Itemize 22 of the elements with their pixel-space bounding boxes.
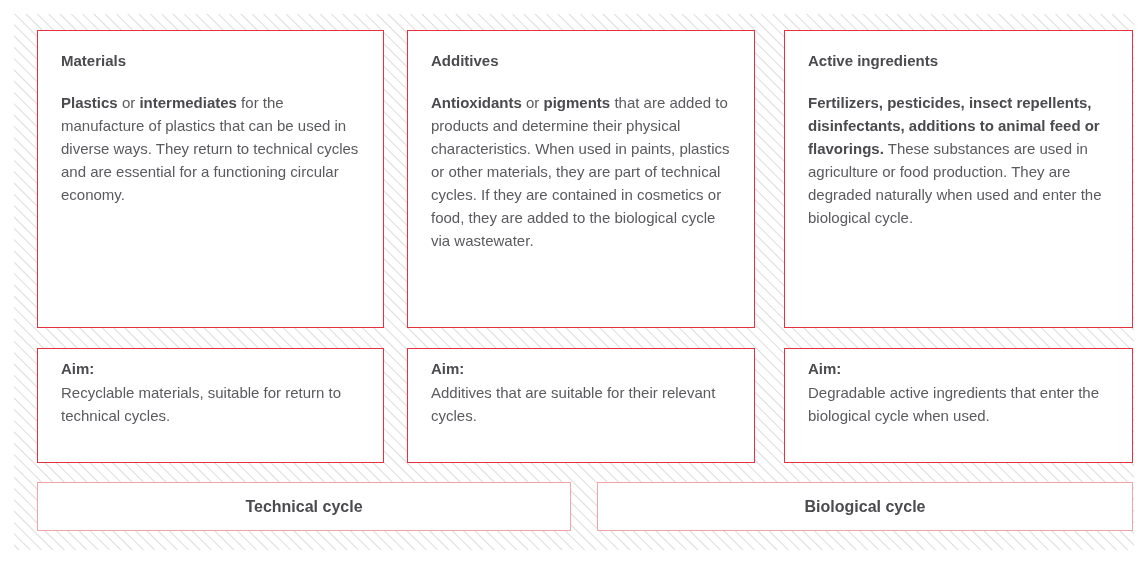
heading: Aim:	[431, 359, 466, 379]
heading: Additives	[431, 51, 500, 71]
heading: Materials	[61, 51, 128, 71]
description: Recyclable materials, suitable for return to technical cycles.	[61, 383, 343, 426]
description: Additives that are suitable for their relevant cycles.	[431, 383, 717, 426]
category-box	[407, 30, 755, 328]
description: Antioxidants or pigments that are added to products and determine their physical characteristics. When used in paints, plastics or other materials, they are part of technical cycles. If they are contained in cosmetics or food, they are added to the biological cycle via wastewater.	[431, 93, 731, 251]
aim-box	[407, 348, 755, 463]
description: Fertilizers, pesticides, insect repellents, disinfectants, additions to animal feed or flavorings. These substances are used in agriculture or food production. They are degraded naturally when used and enter the biological cycle.	[808, 93, 1103, 228]
aim-box	[37, 348, 384, 463]
heading: Aim:	[808, 359, 843, 379]
description: Degradable active ingredients that enter the biological cycle when used.	[808, 383, 1101, 426]
cycle-label: Technical cycle	[245, 496, 363, 517]
heading: Aim:	[61, 359, 96, 379]
heading: Active ingredients	[808, 51, 940, 71]
cycle-box	[37, 482, 571, 531]
category-box	[37, 30, 384, 328]
cycle-label: Biological cycle	[804, 496, 926, 517]
description: Plastics or intermediates for the manufacture of plastics that can be used in diverse ways. They return to technical cycles and are essential for a functioning circular economy.	[61, 93, 360, 205]
aim-box	[784, 348, 1133, 463]
category-box	[784, 30, 1133, 328]
cycle-box	[597, 482, 1133, 531]
